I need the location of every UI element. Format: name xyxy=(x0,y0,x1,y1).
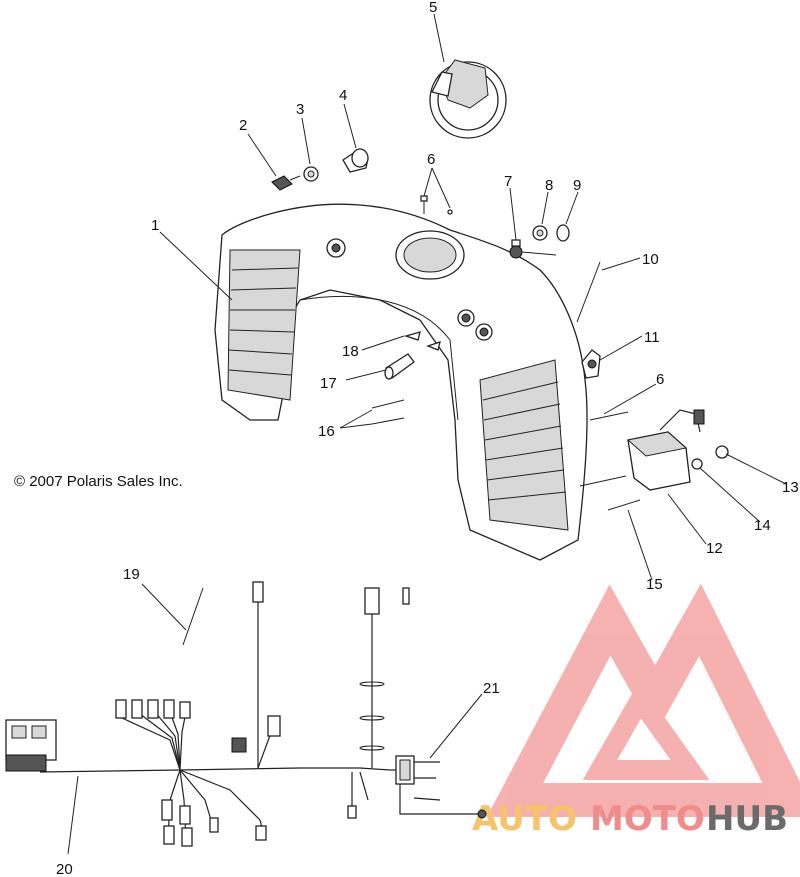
part-9-ring xyxy=(556,224,570,242)
part-10-cable-tie xyxy=(576,261,601,323)
part-15-bolts xyxy=(579,475,641,511)
callout-14: 14 xyxy=(754,517,771,534)
part-5-headlight-housing xyxy=(429,59,507,139)
callout-6-lower: 6 xyxy=(656,371,664,388)
right-vent-grille xyxy=(479,359,569,531)
part-13-nut xyxy=(715,445,729,459)
part-7-switch xyxy=(509,239,557,259)
part-1-hood-panel xyxy=(214,203,588,561)
callout-18: 18 xyxy=(342,343,359,360)
callout-16: 16 xyxy=(318,423,335,440)
watermark-text-moto: MOTO xyxy=(590,799,705,839)
callout-1: 1 xyxy=(151,217,159,234)
callout-2: 2 xyxy=(239,117,247,134)
part-3-nut xyxy=(303,166,319,182)
callout-8: 8 xyxy=(545,177,553,194)
part-11-bracket xyxy=(581,349,601,379)
callout-15: 15 xyxy=(646,576,663,593)
copyright-text: © 2007 Polaris Sales Inc. xyxy=(14,473,183,490)
callout-10: 10 xyxy=(642,251,659,268)
callout-3: 3 xyxy=(296,101,304,118)
watermark-text-auto: AUTO xyxy=(472,799,577,839)
part-6-screw-upper xyxy=(420,195,453,215)
part-17-capacitor xyxy=(384,353,415,380)
callout-21: 21 xyxy=(483,680,500,697)
part-6-screw-lower xyxy=(589,411,629,421)
callout-9: 9 xyxy=(573,177,581,194)
part-2-clip xyxy=(271,175,301,191)
callout-17: 17 xyxy=(320,375,337,392)
callout-11: 11 xyxy=(644,329,660,346)
part-8-nut xyxy=(532,225,548,241)
callout-7: 7 xyxy=(504,173,512,190)
part-20-wiring-harness xyxy=(5,581,410,847)
left-vent-grille xyxy=(227,249,301,401)
part-19-cable-tie xyxy=(182,587,204,646)
callout-19: 19 xyxy=(123,566,140,583)
part-16-screws xyxy=(371,399,405,425)
callout-13: 13 xyxy=(782,479,799,496)
part-21-connector xyxy=(390,755,487,819)
leader-lines xyxy=(67,13,787,855)
part-12-regulator xyxy=(626,409,705,491)
part-14-washer xyxy=(691,458,703,470)
callout-5: 5 xyxy=(429,0,437,16)
callout-6-upper: 6 xyxy=(427,151,435,168)
watermark-text-hub: HUB xyxy=(706,799,788,839)
watermark-logo xyxy=(486,583,800,817)
callout-12: 12 xyxy=(706,540,723,557)
callout-20: 20 xyxy=(56,861,73,877)
part-18-clip xyxy=(403,331,441,351)
callout-4: 4 xyxy=(339,87,347,104)
part-4-socket xyxy=(342,148,369,173)
